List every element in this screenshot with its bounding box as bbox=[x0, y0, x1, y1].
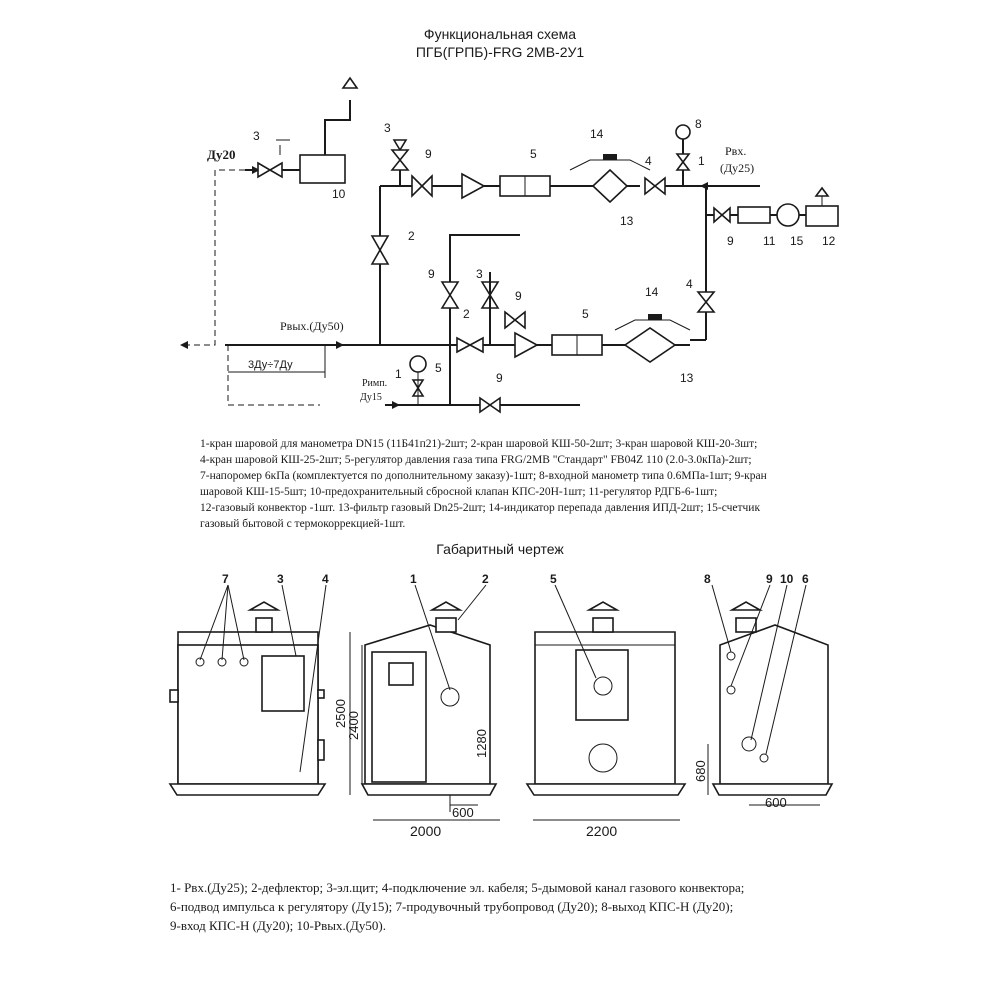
num-4b: 4 bbox=[686, 277, 693, 291]
num-9d: 9 bbox=[496, 371, 503, 385]
schematic-subtitle: ПГБ(ГРПБ)-FRG 2МВ-2У1 bbox=[415, 44, 585, 60]
num-9b: 9 bbox=[428, 267, 435, 281]
num-10: 10 bbox=[332, 187, 346, 201]
num-13a: 13 bbox=[620, 214, 634, 228]
chimney-opening bbox=[588, 743, 618, 773]
dim-600b: 600 bbox=[765, 795, 787, 810]
callout-1: 1 bbox=[410, 572, 417, 586]
num-15: 15 bbox=[790, 234, 804, 248]
components-legend: 1-кран шаровой для манометра DN15 (11Б41… bbox=[200, 438, 767, 530]
num-12: 12 bbox=[822, 234, 836, 248]
label-3du7du: 3Ду÷7Ду bbox=[248, 359, 293, 371]
regulator-11 bbox=[737, 206, 771, 224]
num-1a: 1 bbox=[698, 154, 705, 168]
callout-5: 5 bbox=[550, 572, 557, 586]
num-4a: 4 bbox=[645, 154, 652, 168]
view-front-panel bbox=[168, 584, 327, 796]
num-14b: 14 bbox=[645, 285, 659, 299]
callout-2: 2 bbox=[482, 572, 489, 586]
dim-680: 680 bbox=[693, 760, 708, 782]
callout-10: 10 bbox=[780, 572, 794, 586]
label-pimp-du: Ду15 bbox=[360, 392, 382, 403]
valve-9-convector bbox=[713, 206, 724, 224]
view-back-panel bbox=[525, 584, 687, 821]
num-5b: 5 bbox=[582, 307, 589, 321]
num-2b: 2 bbox=[463, 307, 470, 321]
num-2a: 2 bbox=[408, 229, 415, 243]
label-pimp: Римп. bbox=[362, 378, 387, 389]
dim-2400: 2400 bbox=[346, 711, 361, 740]
view-door-side bbox=[349, 584, 500, 821]
manometer-8 bbox=[675, 124, 691, 140]
valve-3-upper bbox=[390, 149, 410, 162]
valve-2-lower bbox=[456, 336, 472, 354]
num-3a: 3 bbox=[253, 129, 260, 143]
callout-4: 4 bbox=[322, 572, 329, 586]
valve-9-impulse bbox=[479, 396, 492, 414]
valve-2-left bbox=[370, 235, 390, 252]
num-13b: 13 bbox=[680, 371, 694, 385]
view-right-side bbox=[707, 584, 834, 806]
num-9e: 9 bbox=[727, 234, 734, 248]
callout-7: 7 bbox=[222, 572, 229, 586]
valve-4-upper bbox=[644, 176, 657, 196]
label-pvx-du: (Ду25) bbox=[720, 161, 754, 175]
callout-9: 9 bbox=[766, 572, 773, 586]
label-pvx: Рвх. bbox=[725, 144, 746, 158]
num-3c: 3 bbox=[476, 267, 483, 281]
num-9a: 9 bbox=[425, 147, 432, 161]
valve-3-du20 bbox=[257, 161, 272, 179]
manometer-7 bbox=[409, 355, 427, 373]
num-14a: 14 bbox=[590, 127, 604, 141]
callout-8: 8 bbox=[704, 572, 711, 586]
check-valve-upper bbox=[461, 172, 486, 200]
valve-1-upper bbox=[675, 160, 691, 171]
indicator-14-lower bbox=[648, 314, 662, 320]
num-3b: 3 bbox=[384, 121, 391, 135]
label-pvyx: Рвых.(Ду50) bbox=[280, 319, 344, 333]
num-8: 8 bbox=[695, 117, 702, 131]
deflector-a bbox=[255, 617, 273, 633]
inlet-port bbox=[440, 687, 460, 707]
electrical-panel bbox=[261, 655, 305, 712]
indicator-14-upper bbox=[603, 154, 617, 160]
dim-1280: 1280 bbox=[474, 729, 489, 758]
num-9c: 9 bbox=[515, 289, 522, 303]
check-valve-lower bbox=[514, 331, 539, 359]
dimensional-drawing: 2500 2400 1280 600 2000 2200 680 600 7 3… bbox=[168, 572, 834, 839]
dim-2000: 2000 bbox=[410, 823, 441, 839]
meter-15 bbox=[776, 203, 800, 227]
deflector-b bbox=[435, 617, 457, 633]
callout-6: 6 bbox=[802, 572, 809, 586]
callout-3: 3 bbox=[277, 572, 284, 586]
dim-2200: 2200 bbox=[586, 823, 617, 839]
drawing-title: Габаритный чертеж bbox=[436, 541, 564, 557]
convector-grille bbox=[575, 649, 629, 721]
dim-2500: 2500 bbox=[333, 699, 348, 728]
num-1b: 1 bbox=[395, 367, 402, 381]
drawing-legend: 1- Рвх.(Ду25); 2-дефлектор; 3-эл.щит; 4-… bbox=[170, 880, 745, 933]
filter-13-lower bbox=[623, 327, 677, 363]
purge-dashed-line bbox=[180, 169, 245, 346]
num-5a: 5 bbox=[530, 147, 537, 161]
convector-12 bbox=[805, 205, 839, 227]
num-11: 11 bbox=[763, 234, 776, 248]
valve-9-lower bbox=[440, 281, 460, 297]
num-5c: 5 bbox=[435, 361, 442, 375]
relief-valve-10 bbox=[299, 154, 346, 184]
dim-600a: 600 bbox=[452, 805, 474, 820]
schematic-title: Функциональная схема bbox=[423, 26, 577, 42]
valve-4-lower bbox=[696, 291, 716, 304]
functional-schematic: Ду20 Рвх. (Ду25) Рвых.(Ду50) 3Ду÷7Ду Рим… bbox=[180, 76, 839, 414]
label-du20: Ду20 bbox=[207, 147, 235, 162]
filter-13-upper bbox=[591, 168, 629, 204]
valve-9-upper bbox=[411, 174, 424, 198]
